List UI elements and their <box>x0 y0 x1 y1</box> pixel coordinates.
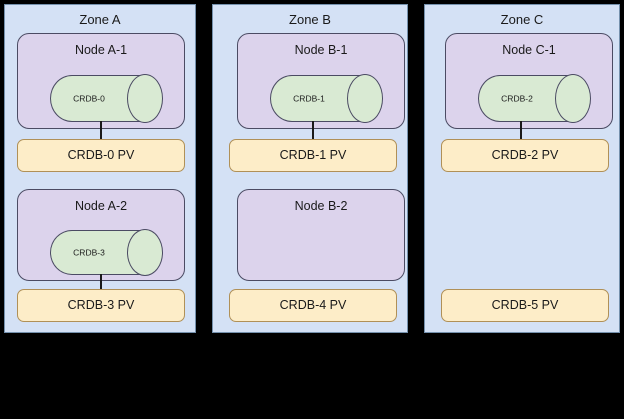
connector-crdb-0 <box>100 121 102 141</box>
node-a-2[interactable]: Node A-2 CRDB-3 <box>17 189 185 281</box>
zone-b[interactable]: Zone B Node B-1 CRDB-1 CRDB-1 PV Node B-… <box>212 4 408 333</box>
node-b-2[interactable]: Node B-2 <box>237 189 405 281</box>
database-crdb-1[interactable]: CRDB-1 <box>270 74 383 123</box>
node-b-2-title: Node B-2 <box>294 199 348 213</box>
database-cylinder-cap <box>127 74 163 123</box>
database-cylinder-cap <box>555 74 591 123</box>
database-crdb-3[interactable]: CRDB-3 <box>50 229 163 276</box>
volume-crdb-4-pv-label: CRDB-4 PV <box>279 298 347 312</box>
node-c-1[interactable]: Node C-1 CRDB-2 <box>445 33 613 129</box>
volume-crdb-3-pv[interactable]: CRDB-3 PV <box>17 289 185 322</box>
volume-crdb-5-pv-label: CRDB-5 PV <box>491 298 559 312</box>
database-crdb-2[interactable]: CRDB-2 <box>478 74 591 123</box>
zone-c[interactable]: Zone C Node C-1 CRDB-2 CRDB-2 PV CRDB-5 … <box>424 4 620 333</box>
volume-crdb-0-pv-label: CRDB-0 PV <box>67 148 135 162</box>
volume-crdb-5-pv[interactable]: CRDB-5 PV <box>441 289 609 322</box>
zone-c-title: Zone C <box>500 12 544 27</box>
database-cylinder-cap <box>127 229 163 276</box>
database-crdb-0-label: CRDB-0 <box>73 93 105 103</box>
database-crdb-2-label: CRDB-2 <box>501 93 533 103</box>
node-a-1-title: Node A-1 <box>74 43 128 57</box>
volume-crdb-2-pv[interactable]: CRDB-2 PV <box>441 139 609 172</box>
volume-crdb-2-pv-label: CRDB-2 PV <box>491 148 559 162</box>
database-crdb-0[interactable]: CRDB-0 <box>50 74 163 123</box>
node-b-1[interactable]: Node B-1 CRDB-1 <box>237 33 405 129</box>
node-a-1[interactable]: Node A-1 CRDB-0 <box>17 33 185 129</box>
volume-crdb-3-pv-label: CRDB-3 PV <box>67 298 135 312</box>
connector-crdb-3 <box>100 274 102 291</box>
database-crdb-3-label: CRDB-3 <box>73 247 105 257</box>
database-crdb-1-label: CRDB-1 <box>293 93 325 103</box>
connector-crdb-2 <box>520 121 522 141</box>
node-b-1-title: Node B-1 <box>294 43 348 57</box>
volume-crdb-1-pv[interactable]: CRDB-1 PV <box>229 139 397 172</box>
volume-crdb-0-pv[interactable]: CRDB-0 PV <box>17 139 185 172</box>
node-a-2-title: Node A-2 <box>74 199 128 213</box>
node-c-1-title: Node C-1 <box>502 43 556 57</box>
volume-crdb-4-pv[interactable]: CRDB-4 PV <box>229 289 397 322</box>
zone-b-title: Zone B <box>289 12 331 27</box>
volume-crdb-1-pv-label: CRDB-1 PV <box>279 148 347 162</box>
zone-a-title: Zone A <box>79 12 121 27</box>
zone-a[interactable]: Zone A Node A-1 CRDB-0 CRDB-0 PV Node A-… <box>4 4 196 333</box>
connector-crdb-1 <box>312 121 314 141</box>
database-cylinder-cap <box>347 74 383 123</box>
